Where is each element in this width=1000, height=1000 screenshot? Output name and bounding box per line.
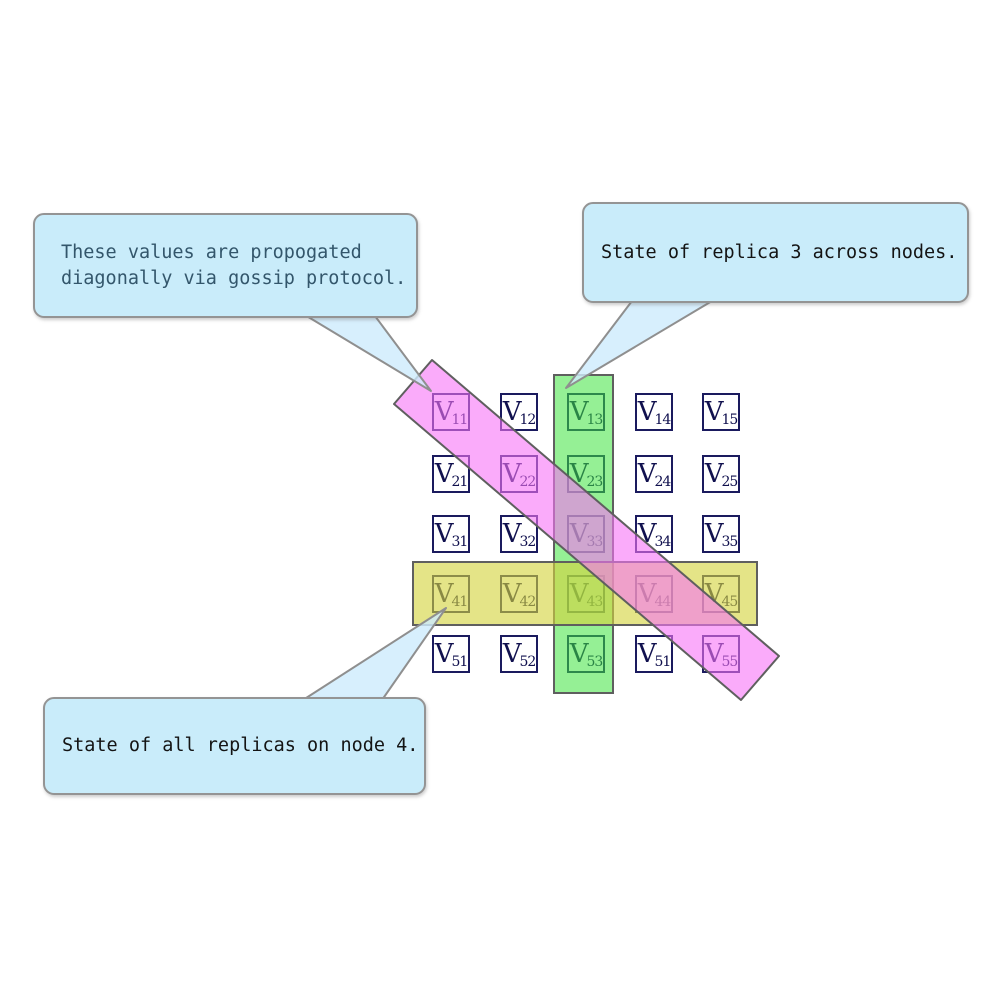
cell-subscript: 51 (451, 654, 468, 670)
callout-node-row-text: State of all replicas on node 4. (62, 735, 419, 757)
cell-subscript: 44 (654, 594, 671, 610)
callout-replica-column: State of replica 3 across nodes. (582, 202, 969, 303)
callout-node-row: State of all replicas on node 4. (43, 697, 426, 795)
cell-subscript: 32 (519, 534, 536, 550)
cell-subscript: 33 (586, 534, 603, 550)
callout-gossip-text: These values are propogated diagonally v… (61, 242, 407, 289)
cell-subscript: 55 (721, 654, 738, 670)
cell-subscript: 23 (586, 474, 603, 490)
cell-subscript: 45 (721, 594, 738, 610)
cell-subscript: 12 (519, 412, 536, 428)
cell-subscript: 43 (586, 594, 603, 610)
cell-subscript: 42 (519, 594, 536, 610)
cell-subscript: 13 (586, 412, 603, 428)
cell-subscript: 52 (519, 654, 536, 670)
cell-subscript: 14 (654, 412, 671, 428)
cell-subscript: 35 (721, 534, 738, 550)
cell-subscript: 24 (654, 474, 671, 490)
cell-subscript: 41 (451, 594, 468, 610)
callout-gossip: These values are propogated diagonally v… (33, 213, 418, 318)
cell-subscript: 11 (451, 412, 468, 428)
cell-subscript: 15 (721, 412, 738, 428)
cell-subscript: 31 (451, 534, 468, 550)
cell-subscript: 21 (451, 474, 468, 490)
cell-subscript: 34 (654, 534, 671, 550)
cell-subscript: 22 (519, 474, 536, 490)
cell-subscript: 51 (654, 654, 671, 670)
cell-subscript: 53 (586, 654, 603, 670)
callout-replica-column-text: State of replica 3 across nodes. (601, 241, 958, 263)
cell-subscript: 25 (721, 474, 738, 490)
